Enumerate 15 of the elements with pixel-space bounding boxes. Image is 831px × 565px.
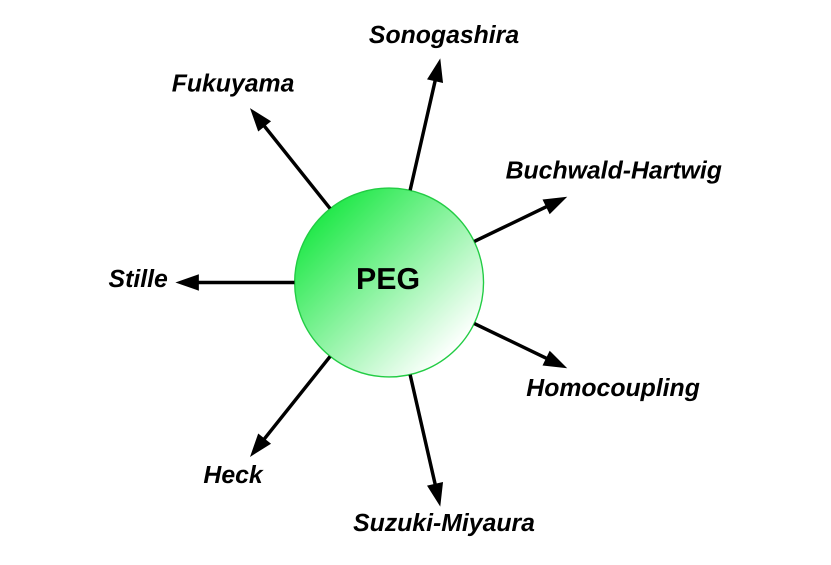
node-text: Stille bbox=[108, 266, 168, 294]
node-circle: PEG bbox=[293, 187, 484, 378]
node-text: Homocoupling bbox=[526, 374, 700, 402]
arrow bbox=[174, 274, 294, 291]
arrow bbox=[249, 355, 331, 457]
node-text: Buchwald-Hartwig bbox=[505, 158, 722, 185]
arrow bbox=[408, 374, 443, 507]
node-text: Suzuki-Miyaura bbox=[352, 510, 534, 538]
arrow bbox=[408, 58, 443, 191]
arrow bbox=[473, 322, 567, 368]
node-text: Sonogashira bbox=[368, 22, 519, 50]
node-text: Fukuyama bbox=[171, 70, 294, 98]
node-text: Heck bbox=[202, 462, 262, 489]
arrow bbox=[473, 196, 567, 243]
arrow bbox=[249, 108, 331, 210]
